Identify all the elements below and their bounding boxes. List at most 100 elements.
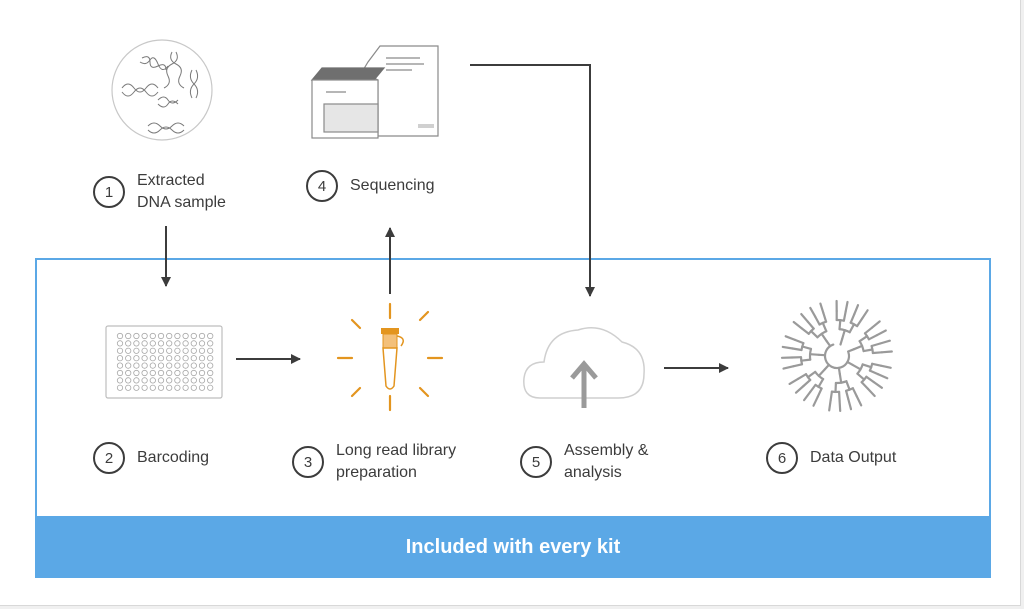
plate-well	[182, 384, 189, 391]
plate-well	[182, 347, 189, 354]
tree-branch	[828, 399, 832, 412]
plate-well	[133, 369, 140, 377]
plate-well	[141, 384, 148, 391]
tree-branch	[852, 344, 864, 351]
plate-well	[116, 340, 124, 347]
plate-well	[141, 355, 148, 362]
plate-well	[207, 347, 214, 354]
plate-well	[182, 369, 189, 377]
plate-well	[116, 355, 124, 362]
tree-branch	[817, 368, 826, 377]
plate-well	[174, 384, 181, 391]
plate-well	[125, 332, 132, 340]
step-3: 3 Long read library preparation	[292, 440, 456, 484]
tree-branch	[861, 363, 873, 369]
tree-branch	[872, 380, 883, 389]
plate-well	[190, 362, 197, 369]
step-number-badge: 1	[93, 176, 125, 208]
plate-well	[190, 369, 197, 377]
step-number-badge: 3	[292, 446, 324, 478]
plate-well	[174, 369, 181, 377]
plate-well	[198, 347, 206, 354]
tree-branch	[792, 363, 804, 368]
plate-well	[125, 347, 132, 354]
plate-well	[174, 340, 181, 347]
tree-branch	[851, 387, 858, 398]
tree-branch	[806, 320, 815, 330]
plate-well	[133, 347, 140, 354]
plate-well	[149, 377, 156, 384]
plate-well	[174, 332, 181, 340]
tree-branch	[797, 373, 808, 380]
step-6: 6 Data Output	[766, 442, 896, 474]
tree-branch	[788, 377, 800, 385]
tree-branch	[838, 399, 842, 412]
plate-well	[149, 355, 156, 362]
step-number-badge: 5	[520, 446, 552, 478]
plate-well	[207, 369, 214, 377]
plate-well	[166, 340, 173, 347]
plate-well	[149, 362, 156, 369]
tree-branch	[851, 363, 862, 371]
step-number-badge: 6	[766, 442, 798, 474]
tree-branch	[865, 375, 875, 384]
tree-branch	[875, 329, 887, 337]
tree-branch	[817, 378, 825, 388]
step-label: Data Output	[810, 449, 897, 466]
tree-branch	[800, 313, 809, 323]
step-4: 4 Sequencing	[306, 170, 435, 202]
plate-well	[133, 384, 140, 391]
step-label: Barcoding	[137, 449, 210, 466]
tree-branch	[879, 364, 892, 369]
plate-well	[182, 355, 189, 362]
plate-well	[149, 347, 156, 354]
cloud-upload-icon	[523, 327, 645, 408]
tree-branch	[838, 372, 843, 384]
plate-well	[149, 369, 156, 377]
tree-branch	[858, 335, 869, 343]
plate-well	[116, 377, 124, 384]
tree-branch	[841, 329, 846, 340]
plate-well	[166, 384, 173, 391]
plate-well	[157, 332, 165, 340]
tree-branch	[793, 338, 805, 345]
step-label: Assembly & analysis	[564, 442, 649, 481]
tree-branch	[809, 330, 819, 339]
plate-well	[157, 355, 165, 362]
tree-branch	[849, 313, 856, 324]
tree-branch	[808, 347, 813, 361]
plate-well	[198, 332, 206, 340]
plate-well	[207, 332, 214, 340]
sequencer-icon	[310, 45, 439, 139]
plate-well	[198, 369, 206, 377]
plate-well	[125, 369, 132, 377]
tree-branch	[823, 343, 851, 370]
plate-well	[141, 332, 148, 340]
plate-well	[125, 377, 132, 384]
tree-branch	[809, 306, 817, 318]
plate-well	[149, 340, 156, 347]
tree-branch	[877, 373, 889, 380]
step-1: 1 Extracted DNA sample	[93, 170, 226, 214]
tree-branch	[792, 320, 803, 330]
step-label: Sequencing	[350, 177, 435, 194]
plate-icon	[105, 325, 223, 399]
plate-well	[116, 347, 124, 354]
plate-well	[198, 384, 206, 391]
tree-branch	[853, 304, 860, 316]
plate-well	[182, 332, 189, 340]
tree-branch	[855, 395, 863, 407]
plate-well	[207, 340, 214, 347]
plate-well	[207, 362, 214, 369]
tree-branch	[812, 395, 819, 407]
tree-branch	[802, 378, 812, 388]
step-number-badge: 2	[93, 442, 125, 474]
plate-well	[157, 384, 165, 391]
tube-icon	[336, 302, 444, 412]
tree-branch	[863, 326, 874, 335]
plate-well	[182, 362, 189, 369]
kit-banner: Included with every kit	[35, 516, 991, 578]
tree-branch	[794, 384, 805, 394]
tree-branch	[829, 390, 833, 402]
